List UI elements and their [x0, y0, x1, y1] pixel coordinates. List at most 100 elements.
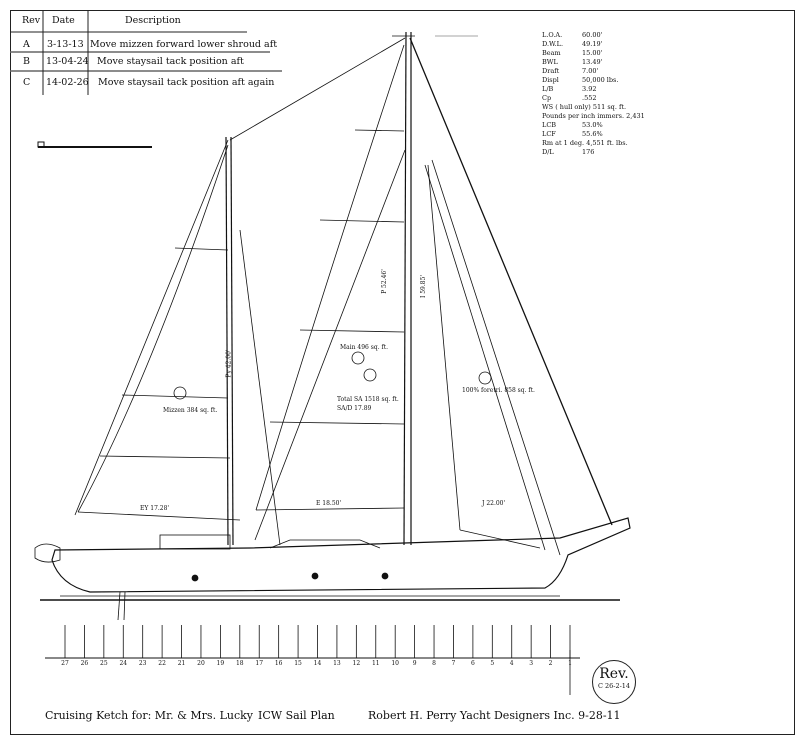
- station-number: 23: [138, 660, 147, 667]
- spec-value: 60.00': [582, 31, 603, 39]
- spec-label: BWL: [542, 58, 558, 66]
- spec-value: 2,431: [626, 112, 645, 120]
- station-number: 8: [432, 660, 436, 667]
- main-area-label: Main 496 sq. ft.: [340, 344, 389, 351]
- mizzen-mast: [225, 136, 234, 546]
- station-number: 11: [371, 660, 380, 667]
- rev-stamp-value: C 26-2-14: [597, 682, 631, 690]
- spec-value: 3.92: [582, 85, 597, 93]
- station-number: 26: [80, 660, 89, 667]
- rev-c-date: 14-02-26: [46, 77, 89, 88]
- spec-row: L/B 3.92: [542, 85, 596, 93]
- station-number: 9: [412, 660, 417, 667]
- station-number: 5: [490, 660, 495, 667]
- py-dimension: Py 42.00': [225, 349, 233, 378]
- drawing-frame: [10, 10, 795, 735]
- spec-row: LCB 53.0%: [542, 121, 603, 129]
- description-header: Description: [125, 15, 181, 26]
- j-dimension: J 22.00': [482, 500, 506, 507]
- spec-value: 55.6%: [582, 130, 603, 138]
- station-number: 12: [352, 660, 361, 667]
- total-sail-area-label: Total SA 1518 sq. ft.: [337, 396, 399, 403]
- boat-title: Cruising Ketch for: Mr. & Mrs. Lucky: [45, 709, 253, 722]
- rigging: [74, 37, 613, 556]
- scale-bar-end: [37, 141, 45, 148]
- spec-row: Cp .552: [542, 94, 596, 102]
- spec-value: 511 sq. ft.: [592, 103, 627, 111]
- rev-c-description: Move staysail tack position aft again: [98, 77, 275, 88]
- spec-label: D.W.L.: [542, 40, 564, 48]
- spec-label: Beam: [542, 49, 561, 57]
- spec-row: Beam 15.00': [542, 49, 602, 57]
- spec-value: 15.00': [582, 49, 603, 57]
- rev-b-date: 13-04-24: [46, 56, 89, 67]
- rev-a: A: [23, 39, 30, 50]
- date-header: Date: [52, 15, 75, 26]
- spec-row: Pounds per inch immers. 2,431: [542, 112, 645, 120]
- station-number: 7: [451, 660, 456, 667]
- mizzen-area-label: Mizzen 384 sq. ft.: [163, 407, 218, 414]
- station-number: 16: [274, 660, 283, 667]
- spec-label: Rm at 1 deg.: [542, 139, 585, 147]
- station-number: 22: [158, 660, 166, 667]
- station-number: 4: [509, 660, 514, 667]
- spec-value: 7.00': [582, 67, 599, 75]
- rev-b-description: Move staysail tack position aft: [97, 56, 244, 67]
- spec-value: 50,000 lbs.: [582, 76, 619, 84]
- e-dimension: E 18.50': [316, 500, 342, 507]
- revision-table-lines: [10, 10, 282, 95]
- spec-row: Displ 50,000 lbs.: [542, 76, 618, 84]
- station-number: 19: [216, 660, 225, 667]
- i-dimension: I 59.85': [420, 274, 428, 299]
- station-number: 21: [177, 660, 186, 667]
- station-number: 20: [197, 660, 205, 667]
- station-number: 1: [568, 660, 572, 667]
- spec-value: 176: [582, 148, 595, 156]
- rev-b: B: [23, 56, 30, 67]
- station-number: 24: [119, 660, 128, 667]
- spec-row: D.W.L. 49.19': [542, 40, 602, 48]
- station-number: 27: [61, 660, 69, 667]
- spec-label: L.O.A.: [542, 31, 563, 39]
- rev-header: Rev: [22, 15, 41, 26]
- plan-title: ICW Sail Plan: [258, 709, 335, 722]
- rev-a-description: Move mizzen forward lower shroud aft: [90, 39, 278, 50]
- revision-stamp: Rev. C 26-2-14: [592, 660, 636, 704]
- spec-label: Pounds per inch immers.: [542, 112, 625, 120]
- station-number: 10: [391, 660, 400, 667]
- spec-row: WS ( hull only) 511 sq. ft.: [542, 103, 626, 111]
- p-dimension: P 52.46': [380, 269, 388, 294]
- spec-row: LCF 55.6%: [542, 130, 603, 138]
- sa-d-label: SA/D 17.89: [337, 405, 372, 412]
- mizzen-sail: [77, 144, 241, 521]
- spec-value: 49.19': [582, 40, 603, 48]
- station-number: 14: [313, 660, 322, 667]
- spec-value: .552: [582, 94, 597, 102]
- rev-c: C: [23, 77, 31, 88]
- spec-value: 13.49': [582, 58, 603, 66]
- ey-dimension: EY 17.28': [140, 505, 170, 512]
- station-number: 25: [100, 660, 108, 667]
- spec-label: LCF: [542, 130, 556, 138]
- spec-label: LCB: [542, 121, 557, 129]
- foretriangle-area-label: 100% foretri. 858 sq. ft.: [462, 387, 535, 394]
- spec-value: 4,551 ft. lbs.: [586, 139, 628, 147]
- rev-a-date: 3-13-13: [47, 39, 84, 50]
- spec-label: Cp: [542, 94, 552, 102]
- station-number: 6: [470, 660, 475, 667]
- station-ticks: [64, 625, 571, 658]
- spec-row: Rm at 1 deg. 4,551 ft. lbs.: [542, 139, 628, 147]
- station-number: 15: [294, 660, 302, 667]
- spec-row: D/L 176: [542, 148, 594, 156]
- station-number: 2: [548, 660, 553, 667]
- spec-label: Displ: [542, 76, 559, 84]
- main-sail: [255, 44, 405, 511]
- hull: [34, 517, 631, 621]
- station-number: 3: [529, 660, 534, 667]
- spec-value: 53.0%: [582, 121, 603, 129]
- jib-sail: [427, 164, 541, 549]
- spec-label: L/B: [542, 85, 554, 93]
- spec-label: D/L: [542, 148, 554, 156]
